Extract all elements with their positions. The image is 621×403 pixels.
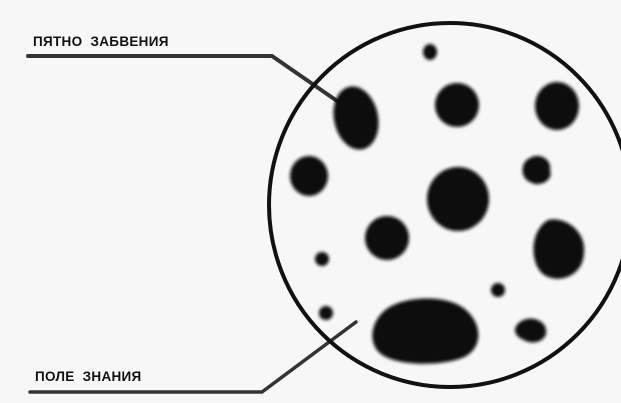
spot-blob xyxy=(372,299,478,364)
spot-dot xyxy=(423,44,437,60)
forgetting-spots xyxy=(290,44,584,364)
spot-blob xyxy=(523,156,551,184)
spot-dot xyxy=(319,306,333,320)
spot-dot xyxy=(315,252,329,266)
spot-blob xyxy=(290,156,328,196)
spot-blob xyxy=(328,82,384,154)
spot-blob xyxy=(534,219,585,278)
spot-blob xyxy=(365,216,409,260)
spot-blob xyxy=(535,82,579,130)
forgetting-spot-label: ПЯТНО ЗАБВЕНИЯ xyxy=(33,34,169,49)
spot-dot xyxy=(491,283,505,297)
spot-blob xyxy=(435,83,479,127)
spot-blob xyxy=(427,167,489,231)
leader-line-forgetting-spot xyxy=(28,56,340,103)
knowledge-field-label: ПОЛЕ ЗНАНИЯ xyxy=(35,369,142,384)
spot-blob xyxy=(515,319,546,343)
